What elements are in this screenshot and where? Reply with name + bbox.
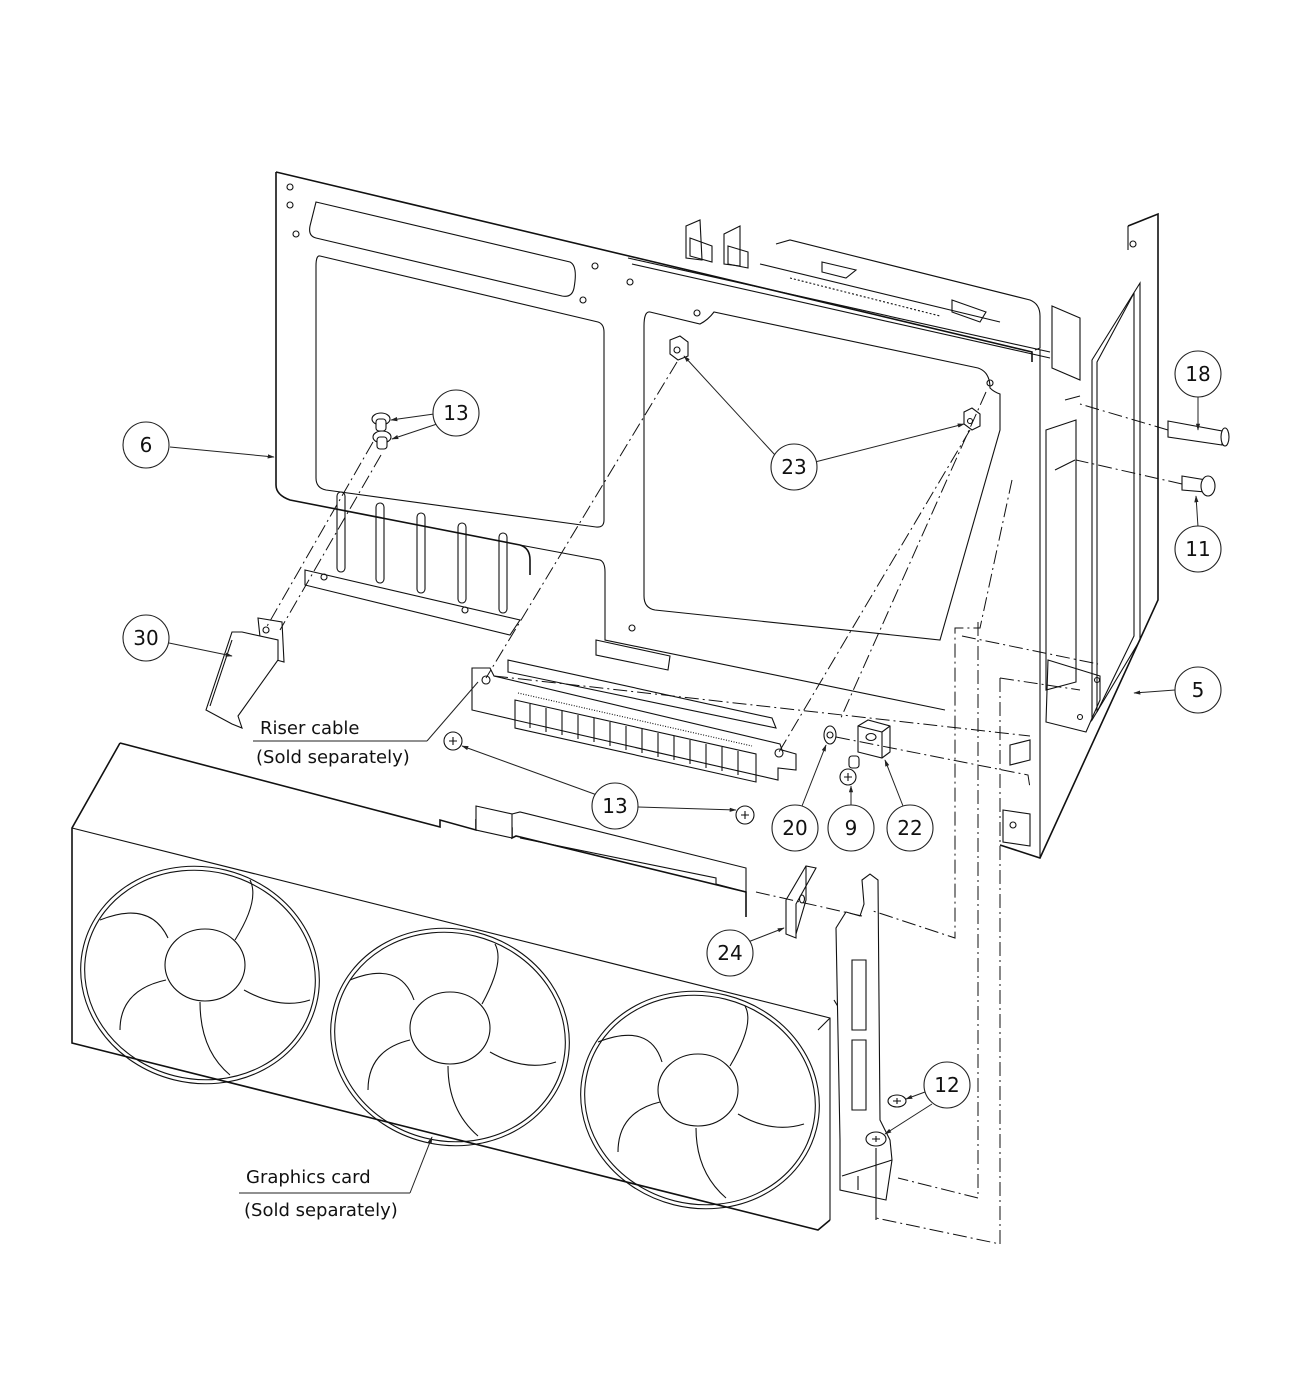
callout-5: 5 bbox=[1133, 666, 1222, 714]
screw-12-upper bbox=[887, 1094, 907, 1108]
gpu-note-line1: Graphics card bbox=[246, 1167, 371, 1188]
svg-text:11: 11 bbox=[1185, 537, 1210, 561]
standoff-23-right bbox=[963, 407, 981, 431]
screw-13-riser-left bbox=[443, 731, 463, 751]
side-chassis-panel bbox=[999, 212, 1159, 859]
support-foot bbox=[205, 617, 285, 729]
riser-cable-pcb bbox=[471, 659, 797, 783]
standoff-23-left bbox=[669, 335, 689, 361]
callout-18: 18 bbox=[1174, 350, 1222, 431]
fan-center bbox=[330, 927, 570, 1147]
callout-24: 24 bbox=[706, 927, 785, 977]
callout-30: 30 bbox=[122, 614, 233, 662]
callout-13-upper: 13 bbox=[390, 389, 480, 440]
svg-text:23: 23 bbox=[781, 455, 806, 479]
svg-text:6: 6 bbox=[140, 433, 153, 457]
thumbscrew-11 bbox=[1181, 475, 1216, 497]
callout-6: 6 bbox=[122, 421, 275, 469]
svg-text:30: 30 bbox=[133, 626, 158, 650]
block-22 bbox=[857, 719, 891, 759]
riser-note-line2: (Sold separately) bbox=[256, 747, 410, 768]
callout-23: 23 bbox=[683, 355, 965, 491]
riser-slot-segments bbox=[529, 704, 739, 775]
callout-20: 20 bbox=[771, 744, 827, 852]
svg-text:18: 18 bbox=[1185, 362, 1210, 386]
screw-13-upper bbox=[371, 412, 392, 450]
gpu-note-line2: (Sold separately) bbox=[244, 1200, 398, 1221]
main-bracket-plate bbox=[275, 171, 1033, 711]
riser-note-line1: Riser cable bbox=[260, 718, 360, 739]
svg-text:9: 9 bbox=[845, 816, 858, 840]
callout-22: 22 bbox=[884, 759, 934, 852]
screw-12-lower bbox=[865, 1131, 887, 1220]
svg-text:13: 13 bbox=[443, 401, 468, 425]
shim-24 bbox=[785, 865, 817, 939]
fan-left bbox=[80, 865, 320, 1085]
svg-text:12: 12 bbox=[934, 1073, 959, 1097]
top-connector-assembly bbox=[627, 219, 1081, 381]
svg-text:20: 20 bbox=[782, 816, 807, 840]
vent-slots bbox=[336, 491, 508, 614]
svg-text:24: 24 bbox=[717, 941, 742, 965]
note-graphics-card: Graphics card (Sold separately) bbox=[239, 1136, 433, 1221]
screw-9 bbox=[839, 755, 860, 786]
nut-20 bbox=[823, 725, 837, 745]
svg-text:13: 13 bbox=[602, 794, 627, 818]
callout-9: 9 bbox=[827, 785, 875, 852]
note-riser-cable: Riser cable (Sold separately) bbox=[253, 681, 479, 768]
graphics-card bbox=[71, 742, 893, 1231]
screw-13-riser-right bbox=[735, 805, 755, 825]
callout-11: 11 bbox=[1174, 495, 1222, 573]
svg-text:5: 5 bbox=[1192, 678, 1205, 702]
callout-13-riser: 13 bbox=[461, 745, 737, 830]
assembly-center-lines bbox=[265, 361, 1183, 1245]
screw-18 bbox=[1167, 420, 1230, 447]
fan-right bbox=[580, 990, 820, 1210]
callout-12: 12 bbox=[884, 1061, 971, 1135]
mounting-holes bbox=[286, 183, 994, 632]
svg-text:22: 22 bbox=[897, 816, 922, 840]
